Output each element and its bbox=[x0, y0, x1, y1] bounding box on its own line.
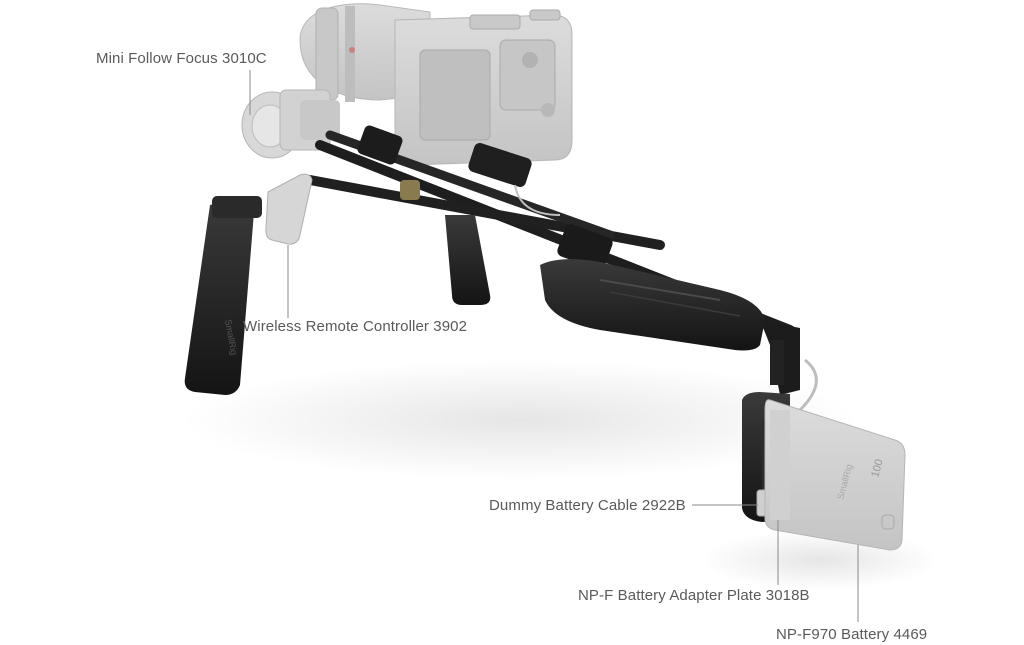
wireless-remote-controller bbox=[265, 173, 313, 245]
left-handle: SmallRig bbox=[184, 196, 262, 395]
callout-adapter-plate: NP-F Battery Adapter Plate 3018B bbox=[578, 587, 810, 604]
callout-remote-controller: Wireless Remote Controller 3902 bbox=[243, 318, 468, 335]
callout-dummy-cable: Dummy Battery Cable 2922B bbox=[489, 497, 686, 514]
callout-battery: NP-F970 Battery 4469 bbox=[776, 626, 928, 643]
shoulder-pad bbox=[540, 259, 765, 351]
floor-shadow-battery bbox=[700, 530, 940, 590]
center-handle bbox=[445, 215, 491, 305]
camera-body bbox=[299, 3, 573, 166]
np-f970-battery: 100 SmallRig bbox=[764, 399, 906, 551]
follow-focus bbox=[241, 89, 340, 159]
leader-lines bbox=[249, 70, 859, 622]
callout-follow-focus: Mini Follow Focus 3010C bbox=[96, 50, 267, 67]
rod-clamps bbox=[357, 125, 613, 270]
floor-shadow bbox=[180, 360, 860, 480]
rear-bracket bbox=[760, 320, 800, 395]
battery-capacity-mark: 100 bbox=[869, 458, 885, 479]
